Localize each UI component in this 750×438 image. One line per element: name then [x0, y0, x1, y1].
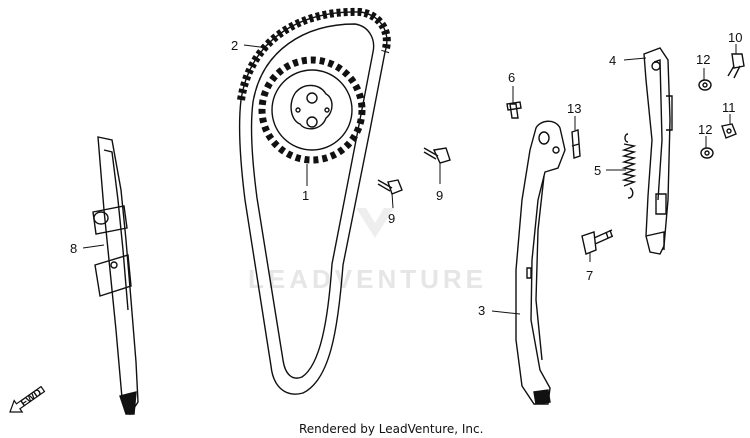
- callout-tensioner-bolt: 7: [586, 268, 593, 283]
- callout-bolt-right: 9: [436, 188, 443, 203]
- callout-washer-top: 12: [696, 52, 710, 67]
- callout-chain: 2: [231, 38, 238, 53]
- callout-spring: 5: [594, 163, 601, 178]
- part-bolt-top-drawing: [727, 53, 745, 79]
- part-bolt-left-drawing: [377, 179, 403, 195]
- part-spring-drawing: [621, 133, 637, 199]
- fwd-arrow-icon: FWD: [9, 385, 46, 413]
- callout-bolt-top: 10: [728, 30, 742, 45]
- callout-sprocket: 1: [302, 188, 309, 203]
- callout-tensioner-bracket: 4: [609, 53, 616, 68]
- part-guide-drawing: [92, 136, 139, 416]
- callout-guide: 8: [70, 241, 77, 256]
- part-chain-drawing: [237, 7, 391, 395]
- callout-washer-bottom: 12: [698, 122, 712, 137]
- part-washer-top-drawing: [698, 79, 712, 91]
- part-pin-drawing: [571, 129, 581, 159]
- callout-pin: 13: [567, 101, 581, 116]
- part-sprocket-drawing: [258, 56, 366, 164]
- part-tensioner-bolt-drawing: [581, 229, 614, 255]
- part-bolt-right-drawing: [423, 147, 451, 164]
- part-tensioner-bracket-drawing: [643, 47, 673, 255]
- callout-bolt-left: 9: [388, 211, 395, 226]
- part-washer-bottom-drawing: [700, 147, 714, 159]
- callout-tensioner-arm: 3: [478, 303, 485, 318]
- watermark-text: LEADVENTURE: [248, 264, 487, 294]
- part-nut-drawing: [721, 123, 737, 139]
- credit-text: Rendered by LeadVenture, Inc.: [299, 422, 483, 436]
- leader-lines: [82, 44, 737, 315]
- watermark-logo: [356, 208, 394, 238]
- part-tensioner-arm-drawing: [515, 120, 566, 405]
- part-pivot-bolt-drawing: [506, 101, 522, 119]
- callout-nut: 11: [722, 100, 736, 115]
- callout-pivot-bolt: 6: [508, 70, 515, 85]
